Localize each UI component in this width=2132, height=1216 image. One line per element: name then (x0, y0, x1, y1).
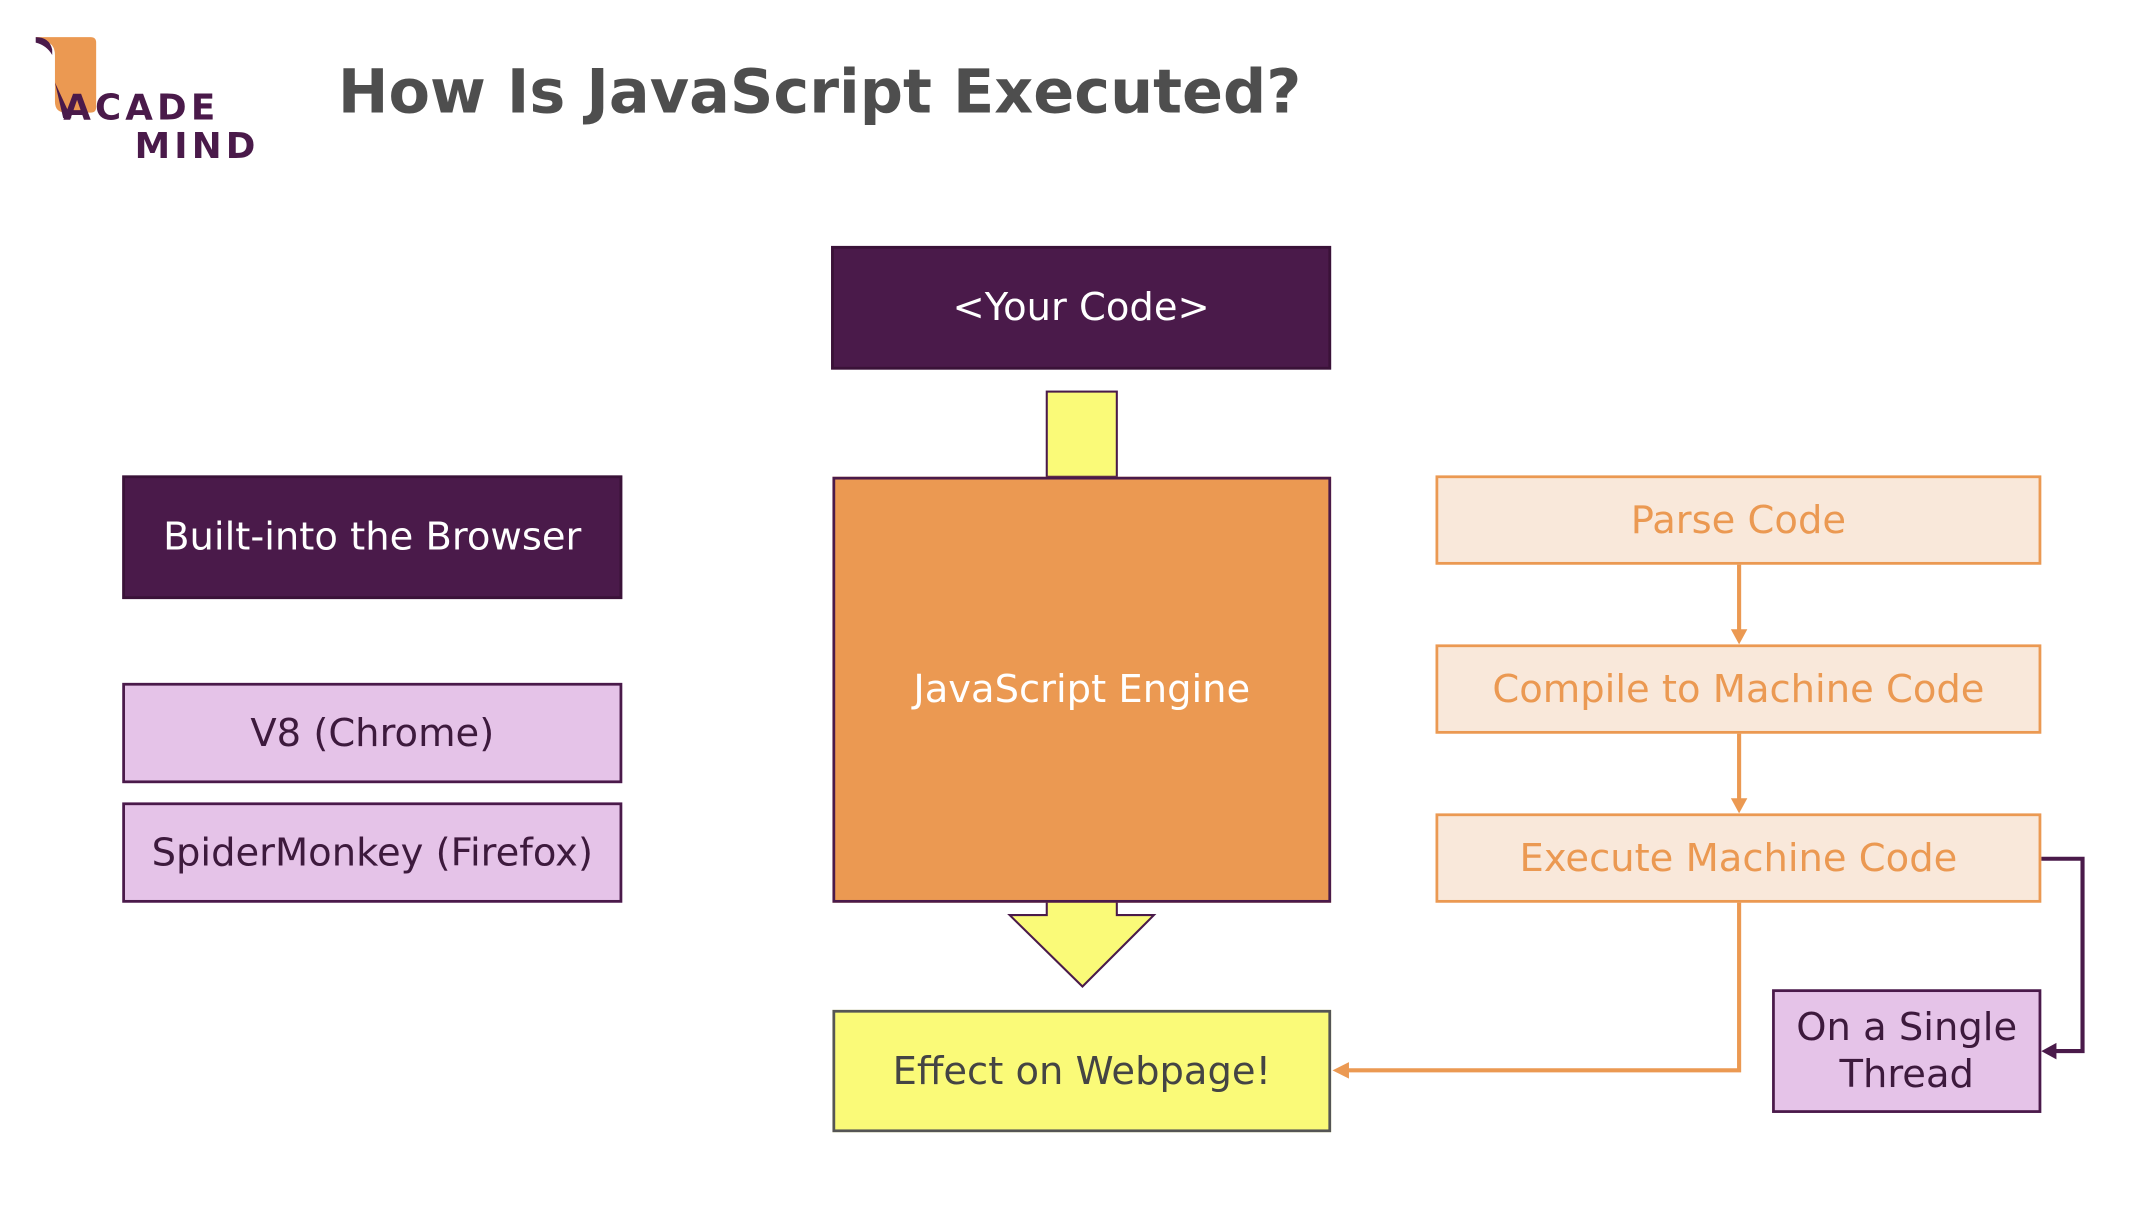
page-title: How Is JavaScript Executed? (337, 57, 1302, 128)
single-thread-box: On a Single Thread (1772, 989, 2042, 1113)
built-into-browser-box: Built-into the Browser (122, 475, 623, 600)
engine-spidermonkey-box: SpiderMonkey (Firefox) (122, 802, 623, 903)
logo-text-line2: MIND (134, 126, 260, 168)
your-code-box: <Your Code> (831, 245, 1332, 370)
step-parse-code: Parse Code (1435, 475, 2042, 565)
execute-to-effect-arrow (1343, 901, 1742, 1073)
logo-text-line1: ACADE (63, 87, 220, 130)
engine-v8-box: V8 (Chrome) (122, 682, 623, 784)
javascript-engine-box: JavaScript Engine (832, 476, 1332, 903)
effect-on-webpage-box: Effect on Webpage! (832, 1009, 1332, 1133)
engine-to-effect-arrow (1007, 900, 1157, 988)
step-compile-code: Compile to Machine Code (1435, 644, 2042, 734)
code-to-engine-arrow (1045, 390, 1118, 478)
step-execute-code: Execute Machine Code (1435, 813, 2042, 903)
academind-logo (35, 37, 97, 119)
execute-to-thread-arrow (2039, 856, 2085, 1054)
